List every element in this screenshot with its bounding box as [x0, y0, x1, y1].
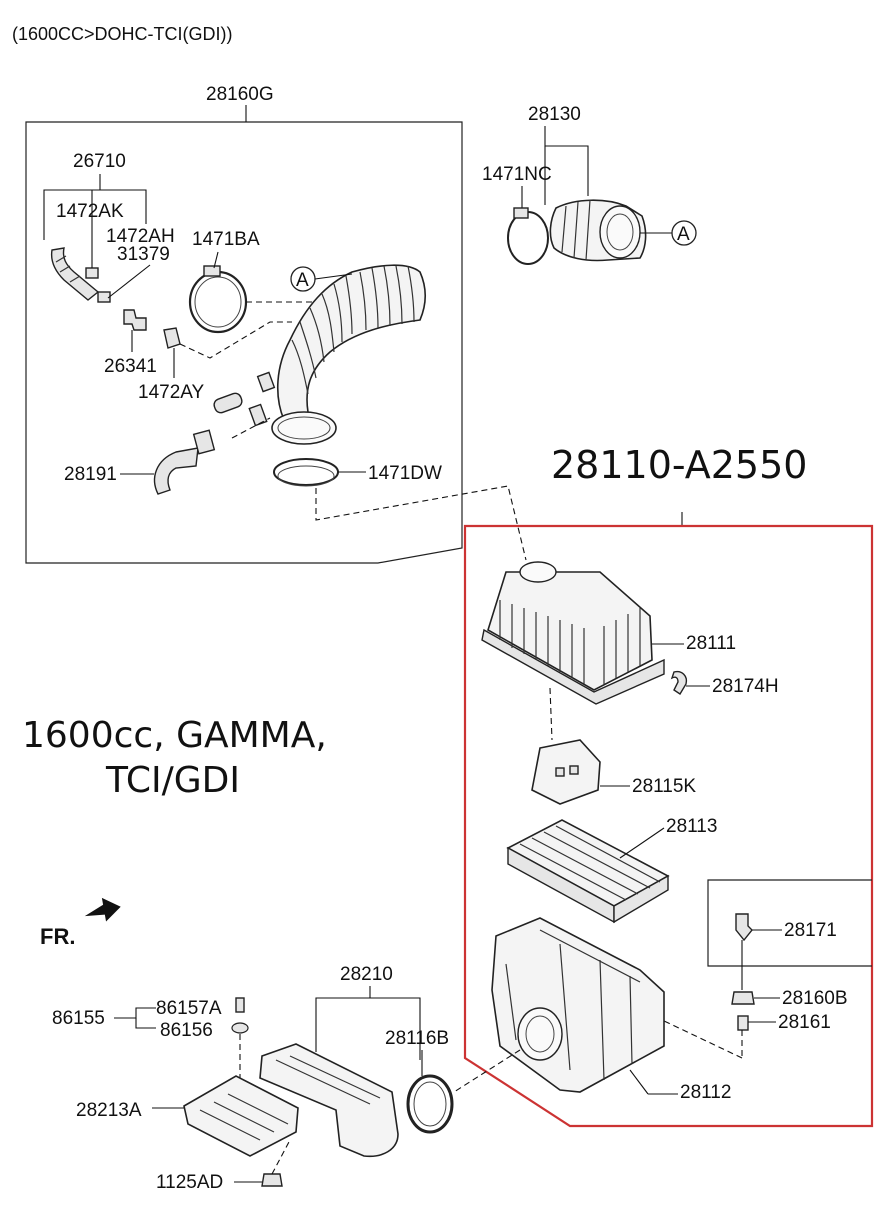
hose-clamp-1471nc [507, 211, 549, 265]
air-cleaner-assembly-box [463, 524, 874, 1128]
svg-text:A: A [296, 270, 309, 291]
label-28210[interactable]: 28210 [340, 964, 393, 985]
label-1471nc[interactable]: 1471NC [482, 164, 552, 185]
svg-text:A: A [677, 224, 690, 245]
label-28112[interactable]: 28112 [680, 1082, 731, 1103]
air-cleaner-cover [487, 571, 653, 691]
label-1472ah[interactable]: 1472AH [106, 226, 175, 247]
hose-assembly-group: 28160G 26710 1472AK 1472AH 31379 1471BA … [25, 84, 463, 564]
label-28115k[interactable]: 28115K [632, 776, 696, 797]
pin-28161 [737, 1015, 749, 1031]
label-26341[interactable]: 26341 [104, 356, 157, 377]
clip-28174h [670, 670, 688, 695]
fastener-box [707, 879, 872, 967]
engine-note-line1: 1600cc, GAMMA, [22, 715, 327, 756]
hose-clip-1472ah [97, 291, 111, 303]
label-86156[interactable]: 86156 [160, 1020, 213, 1041]
resonator-28115k [531, 739, 601, 805]
seal-28116b [406, 1074, 454, 1134]
hose-assembly-box [25, 121, 463, 564]
hose-clamp-1471ba [188, 270, 248, 334]
air-cleaner-body-group: 28112 [491, 917, 731, 1103]
label-28113[interactable]: 28113 [666, 816, 717, 837]
label-28213a[interactable]: 28213A [76, 1100, 142, 1121]
label-1471dw[interactable]: 1471DW [368, 463, 442, 484]
hose-clamp-1471dw [273, 458, 339, 486]
label-1472ay[interactable]: 1472AY [138, 382, 205, 403]
label-1471ba[interactable]: 1471BA [192, 229, 260, 250]
label-28111[interactable]: 28111 [686, 633, 736, 654]
label-28191[interactable]: 28191 [64, 464, 117, 485]
label-28160g[interactable]: 28160G [206, 84, 274, 105]
air-cleaner-outlet [517, 1007, 563, 1061]
grommet-28160b [731, 991, 755, 1005]
hose-clip-1472ak [85, 267, 99, 279]
label-28174h[interactable]: 28174H [712, 676, 779, 697]
label-26710[interactable]: 26710 [73, 151, 126, 172]
sensor-26341 [123, 309, 147, 331]
label-28171[interactable]: 28171 [784, 920, 837, 941]
engine-code-header: (1600CC>DOHC-TCI(GDI)) [12, 24, 233, 44]
hose-joint-28191 [153, 447, 199, 495]
intake-duct-28210 [259, 1043, 399, 1158]
filter-element-group: 28113 [506, 816, 717, 924]
clip-86157a [235, 997, 245, 1013]
label-28116b[interactable]: 28116B [385, 1028, 449, 1049]
callout-a-marker-right [671, 220, 697, 246]
label-86155[interactable]: 86155 [52, 1008, 105, 1029]
label-28130[interactable]: 28130 [528, 104, 581, 125]
bracket-1472ay [163, 327, 181, 349]
air-cleaner-cover-group: 28111 28174H [481, 561, 779, 741]
label-31379[interactable]: 31379 [117, 244, 170, 265]
bolt-28171 [735, 913, 753, 942]
bolt-1125ad [261, 1173, 283, 1187]
label-28161[interactable]: 28161 [778, 1012, 831, 1033]
label-1472ak[interactable]: 1472AK [56, 201, 124, 222]
engine-note-line2: TCI/GDI [105, 760, 240, 801]
grommet-86156 [231, 1022, 249, 1034]
front-arrow-icon [84, 897, 121, 922]
intake-hose-outlet [271, 411, 337, 445]
label-28160b[interactable]: 28160B [782, 988, 848, 1009]
label-86157a[interactable]: 86157A [156, 998, 222, 1019]
assembly-part-number[interactable]: 28110-A2550 [551, 443, 807, 487]
intake-hose [276, 264, 427, 421]
front-direction-label: FR. [40, 924, 75, 949]
label-1125ad[interactable]: 1125AD [156, 1172, 223, 1193]
air-cleaner-body [491, 917, 665, 1093]
inlet-duct-group: 28130 1471NC A [482, 104, 697, 265]
